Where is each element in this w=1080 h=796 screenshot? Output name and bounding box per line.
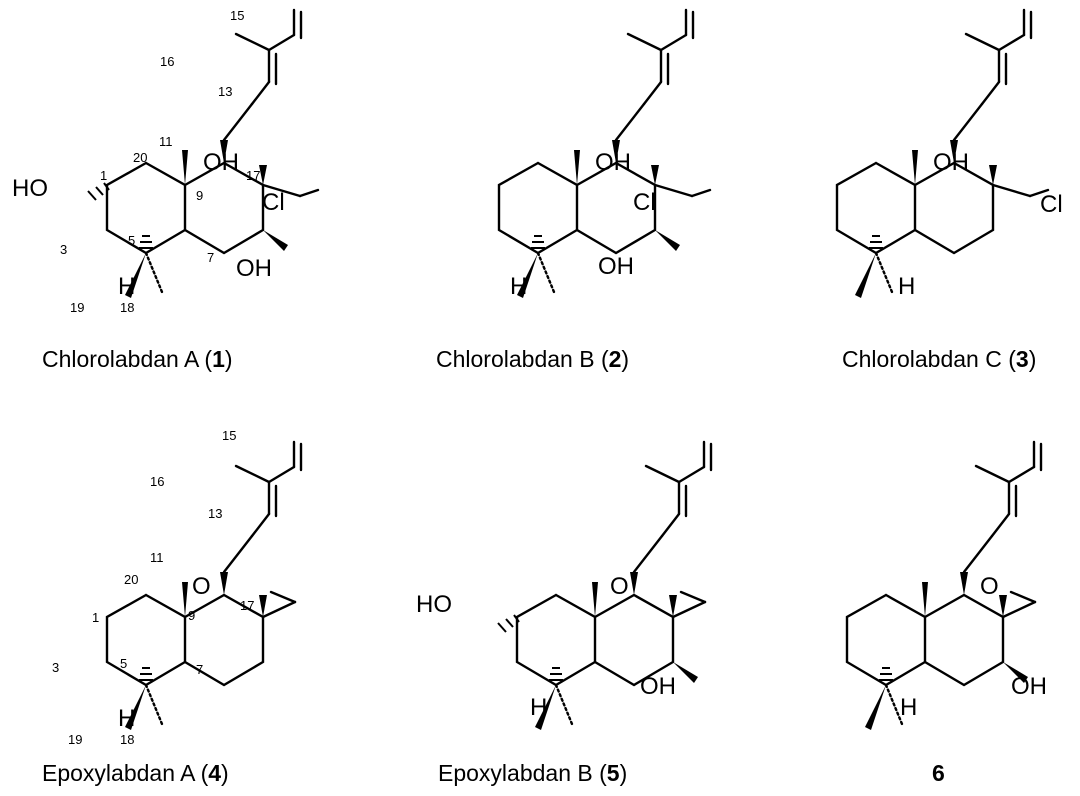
c1-locant-3: 3 <box>60 242 67 257</box>
caption-1: Chlorolabdan A (1) <box>42 346 233 372</box>
c5-o-label: O <box>610 573 629 600</box>
caption-4: Epoxylabdan A (4) <box>42 760 229 786</box>
caption-4-name: Epoxylabdan A <box>42 760 196 786</box>
c4-locant-20: 20 <box>124 572 138 587</box>
c4-locant-1: 1 <box>92 610 99 625</box>
c1-locant-7: 7 <box>207 250 214 265</box>
compound-3 <box>835 8 1050 298</box>
c1-locant-19: 19 <box>70 300 84 315</box>
svg-text:Chlorolabdan C (3): Chlorolabdan C (3) <box>842 346 1036 372</box>
c1-locant-13: 13 <box>218 84 232 99</box>
svg-text:Epoxylabdan B (5): Epoxylabdan B (5) <box>438 760 627 786</box>
svg-text:Chlorolabdan A (1): Chlorolabdan A (1) <box>42 346 233 372</box>
caption-4-number: 4 <box>208 760 221 786</box>
compound-5 <box>497 440 713 730</box>
caption-1-name: Chlorolabdan A <box>42 346 200 372</box>
c1-h5-label: H <box>118 273 135 300</box>
c1-oh7-label: OH <box>236 255 272 282</box>
c1-locant-5: 5 <box>128 233 135 248</box>
c5-h5-label: H <box>530 694 547 721</box>
compound-4 <box>105 440 303 730</box>
c4-locant-3: 3 <box>52 660 59 675</box>
c4-locant-18: 18 <box>120 732 134 747</box>
c1-locant-17: 17 <box>246 168 260 183</box>
c4-locant-13: 13 <box>208 506 222 521</box>
c4-locant-15: 15 <box>222 428 236 443</box>
c4-locant-7: 7 <box>196 662 203 677</box>
caption-5: Epoxylabdan B (5) <box>438 760 627 786</box>
c2-oh8-label: OH <box>595 149 631 176</box>
c4-h5-label: H <box>118 705 135 732</box>
c2-oh7-label: OH <box>598 253 634 280</box>
c1-locant-11: 11 <box>159 134 173 149</box>
c1-locant-18: 18 <box>120 300 134 315</box>
c1-locant-16: 16 <box>160 54 174 69</box>
c5-oh7-label: OH <box>640 673 676 700</box>
c4-locant-17: 17 <box>240 598 254 613</box>
compound-1 <box>87 8 320 298</box>
svg-text:Chlorolabdan B (2): Chlorolabdan B (2) <box>436 346 629 372</box>
c1-cl-label: Cl <box>262 189 285 216</box>
caption-2-number: 2 <box>609 346 622 372</box>
c1-oh8-label: OH <box>203 149 239 176</box>
c4-locant-11: 11 <box>150 550 164 565</box>
c4-o-label: O <box>192 573 211 600</box>
caption-3-number: 3 <box>1016 346 1029 372</box>
c4-locant-5: 5 <box>120 656 127 671</box>
c1-locant-20: 20 <box>133 150 147 165</box>
caption-5-name: Epoxylabdan B <box>438 760 593 786</box>
c5-oh3-label: HO <box>416 591 452 618</box>
compound-6 <box>845 440 1043 730</box>
caption-1-number: 1 <box>212 346 225 372</box>
c4-locant-16: 16 <box>150 474 164 489</box>
caption-3-name: Chlorolabdan C <box>842 346 1002 372</box>
caption-2-name: Chlorolabdan B <box>436 346 595 372</box>
c1-locant-9: 9 <box>196 188 203 203</box>
compound-2 <box>497 8 712 298</box>
c2-cl-label: Cl <box>633 189 656 216</box>
c1-locant-15: 15 <box>230 8 244 23</box>
caption-5-number: 5 <box>607 760 620 786</box>
c3-oh8-label: OH <box>933 149 969 176</box>
c2-h5-label: H <box>510 273 527 300</box>
caption-3: Chlorolabdan C (3) <box>842 346 1036 372</box>
c6-h5-label: H <box>900 694 917 721</box>
c1-locant-1: 1 <box>100 168 107 183</box>
c4-locant-9: 9 <box>188 608 195 623</box>
caption-2: Chlorolabdan B (2) <box>436 346 629 372</box>
c6-o-label: O <box>980 573 999 600</box>
c3-cl-label: Cl <box>1040 191 1063 218</box>
c6-oh7-label: OH <box>1011 673 1047 700</box>
c4-locant-19: 19 <box>68 732 82 747</box>
caption-6: 6 <box>932 760 945 786</box>
svg-text:Epoxylabdan A (4): Epoxylabdan A (4) <box>42 760 229 786</box>
c3-h5-label: H <box>898 273 915 300</box>
caption-6-number: 6 <box>932 760 945 786</box>
c1-oh3-label: HO <box>12 175 48 202</box>
